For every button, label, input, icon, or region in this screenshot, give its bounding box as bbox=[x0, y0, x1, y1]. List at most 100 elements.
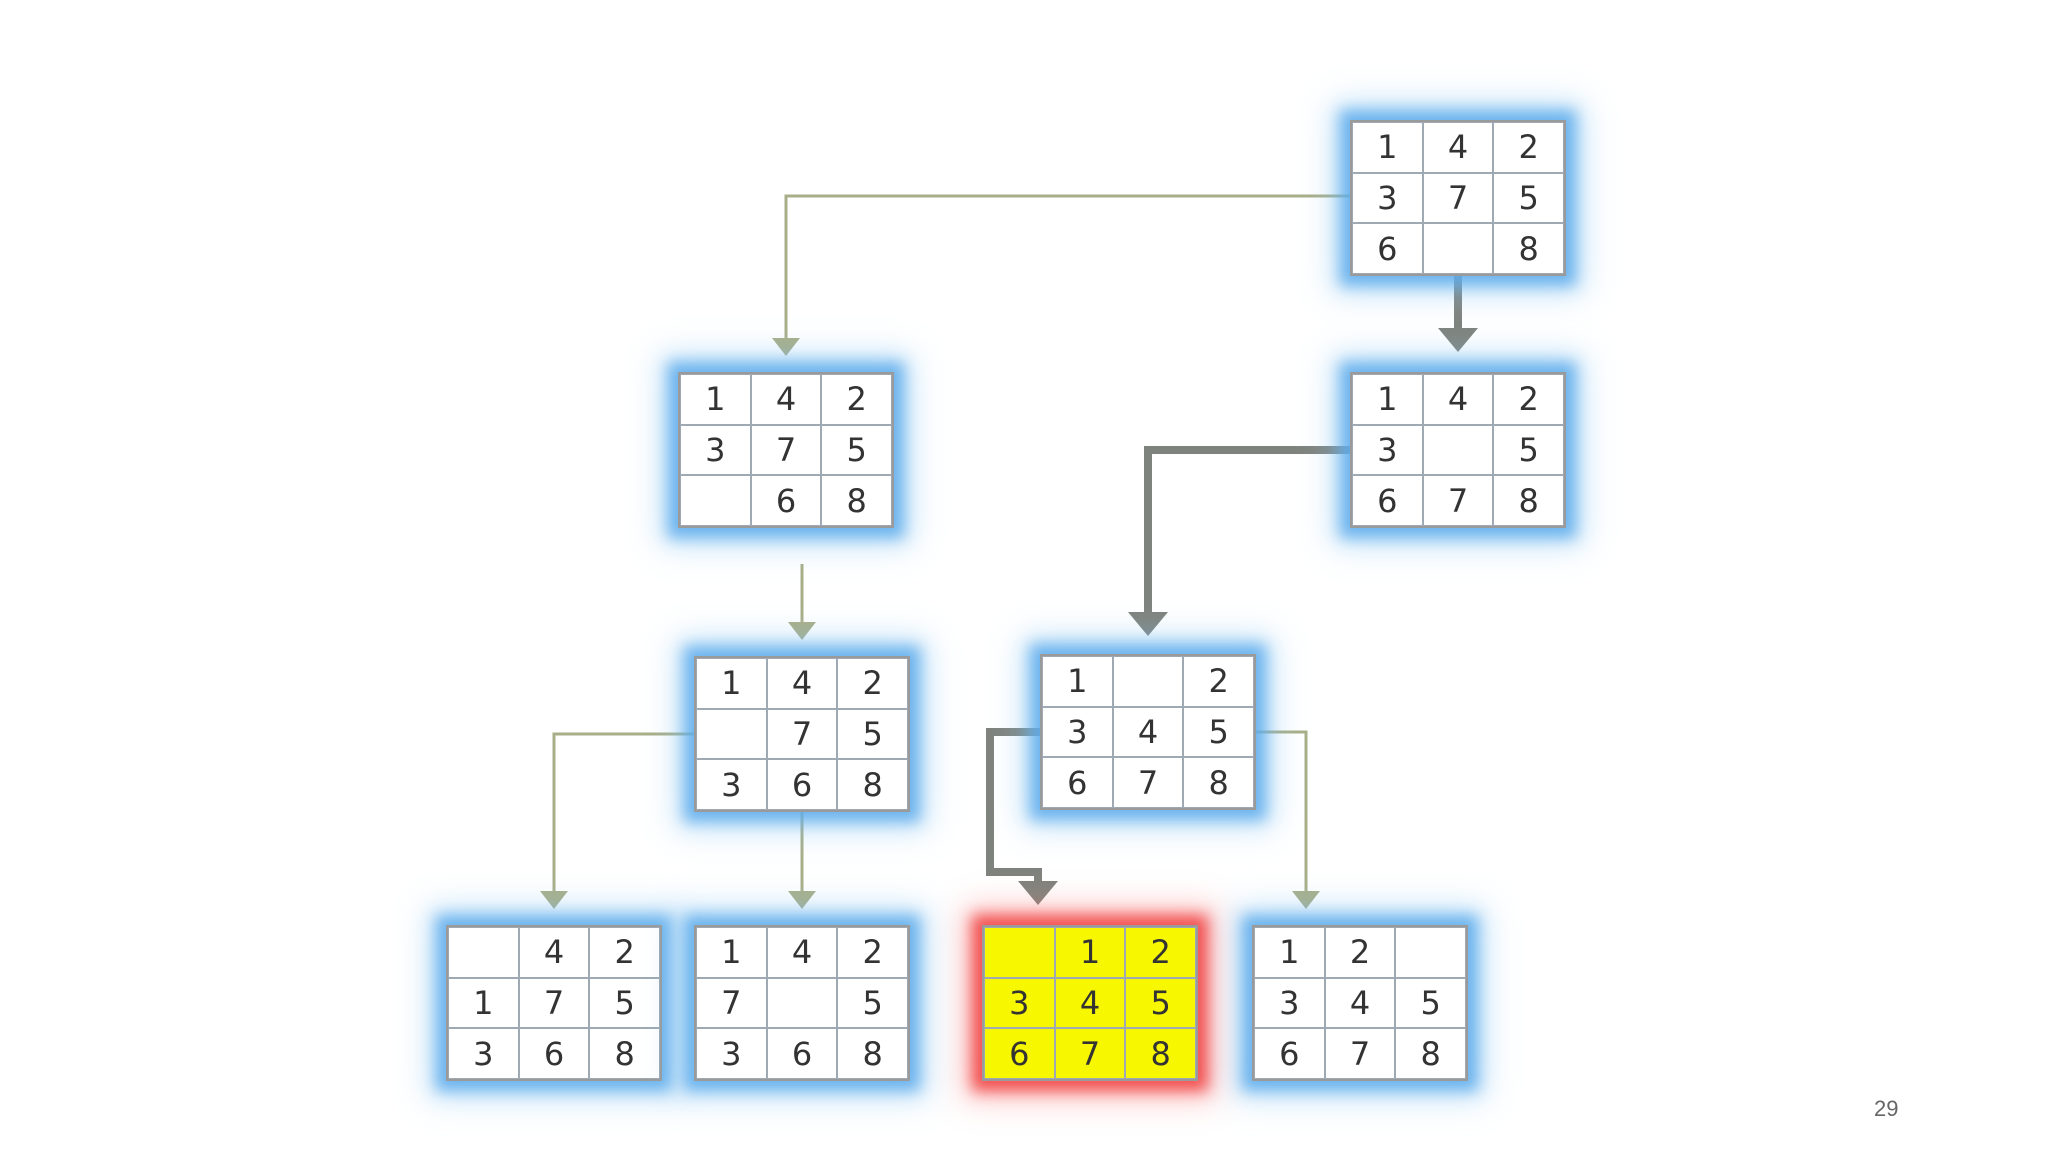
tile-8: 8 bbox=[1183, 757, 1254, 808]
tile-1: 1 bbox=[1054, 927, 1126, 978]
tile-1: 1 bbox=[1352, 122, 1423, 173]
tile-7: 7 bbox=[766, 708, 838, 760]
tile-3: 3 bbox=[1042, 706, 1113, 758]
tile-3: 3 bbox=[1254, 977, 1325, 1029]
arrowhead-icon bbox=[772, 338, 800, 356]
blank-tile bbox=[696, 708, 767, 760]
solution-path-edge-level2-right-to-level3-goal bbox=[986, 728, 1058, 905]
tile-2: 2 bbox=[1493, 374, 1564, 425]
tile-5: 5 bbox=[1183, 706, 1254, 758]
tile-4: 4 bbox=[1054, 977, 1126, 1029]
edge-line bbox=[986, 728, 1042, 881]
tile-7: 7 bbox=[518, 977, 590, 1029]
tile-8: 8 bbox=[837, 1028, 908, 1079]
tile-4: 4 bbox=[518, 927, 590, 978]
edge-line bbox=[1144, 446, 1350, 612]
solution-path-edge-root-to-level1-right bbox=[1438, 276, 1478, 352]
tile-6: 6 bbox=[984, 1028, 1055, 1079]
tile-7: 7 bbox=[1054, 1028, 1126, 1079]
tile-5: 5 bbox=[589, 977, 660, 1029]
tile-6: 6 bbox=[1352, 475, 1423, 526]
blank-tile bbox=[1422, 424, 1494, 476]
tile-7: 7 bbox=[1324, 1028, 1396, 1079]
tile-3: 3 bbox=[448, 1028, 519, 1079]
tile-7: 7 bbox=[1112, 757, 1184, 808]
edge-line bbox=[552, 732, 694, 891]
edge-level1-left-to-level2-left bbox=[788, 564, 816, 640]
slide-number: 29 bbox=[1874, 1096, 1899, 1121]
tile-8: 8 bbox=[821, 475, 892, 526]
arrowhead-icon bbox=[788, 891, 816, 909]
tile-5: 5 bbox=[837, 977, 908, 1029]
tile-7: 7 bbox=[696, 977, 767, 1029]
tile-7: 7 bbox=[750, 424, 822, 476]
tile-2: 2 bbox=[1324, 927, 1396, 978]
blank-tile bbox=[680, 475, 751, 526]
tile-1: 1 bbox=[1352, 374, 1423, 425]
edge-level2-left-to-level3-a bbox=[540, 732, 694, 909]
tile-4: 4 bbox=[1422, 374, 1494, 425]
tile-3: 3 bbox=[680, 424, 751, 476]
arrowhead-icon bbox=[1438, 328, 1478, 352]
tile-2: 2 bbox=[1125, 927, 1196, 978]
tile-6: 6 bbox=[1352, 223, 1423, 274]
tile-2: 2 bbox=[837, 658, 908, 709]
tile-6: 6 bbox=[518, 1028, 590, 1079]
tile-1: 1 bbox=[696, 658, 767, 709]
tile-6: 6 bbox=[766, 1028, 838, 1079]
blank-tile bbox=[1422, 223, 1494, 274]
blank-tile bbox=[766, 977, 838, 1029]
tile-8: 8 bbox=[1493, 475, 1564, 526]
arrowhead-icon bbox=[1128, 612, 1168, 636]
tile-6: 6 bbox=[766, 759, 838, 810]
tile-5: 5 bbox=[1125, 977, 1196, 1029]
tile-8: 8 bbox=[589, 1028, 660, 1079]
tile-8: 8 bbox=[1125, 1028, 1196, 1079]
tile-3: 3 bbox=[696, 1028, 767, 1079]
tile-5: 5 bbox=[1395, 977, 1466, 1029]
edge-line bbox=[784, 194, 1350, 338]
edge-line bbox=[1256, 730, 1308, 891]
tile-2: 2 bbox=[1183, 656, 1254, 707]
tile-1: 1 bbox=[680, 374, 751, 425]
arrowhead-icon bbox=[1018, 881, 1058, 905]
tile-8: 8 bbox=[837, 759, 908, 810]
tile-1: 1 bbox=[1254, 927, 1325, 978]
tile-1: 1 bbox=[448, 977, 519, 1029]
tile-3: 3 bbox=[984, 977, 1055, 1029]
tile-2: 2 bbox=[589, 927, 660, 978]
arrowhead-icon bbox=[1292, 891, 1320, 909]
tile-7: 7 bbox=[1422, 172, 1494, 224]
edge-level2-right-to-level3-d bbox=[1256, 730, 1320, 909]
tile-5: 5 bbox=[1493, 172, 1564, 224]
tile-5: 5 bbox=[1493, 424, 1564, 476]
tile-3: 3 bbox=[1352, 424, 1423, 476]
tile-3: 3 bbox=[1352, 172, 1423, 224]
tile-2: 2 bbox=[821, 374, 892, 425]
tile-2: 2 bbox=[1493, 122, 1564, 173]
tile-3: 3 bbox=[696, 759, 767, 810]
tile-7: 7 bbox=[1422, 475, 1494, 526]
arrowhead-icon bbox=[788, 622, 816, 640]
tile-6: 6 bbox=[1042, 757, 1113, 808]
tile-4: 4 bbox=[750, 374, 822, 425]
tile-5: 5 bbox=[837, 708, 908, 760]
blank-tile bbox=[1395, 927, 1466, 978]
tile-4: 4 bbox=[766, 658, 838, 709]
tile-6: 6 bbox=[750, 475, 822, 526]
edge-level2-left-to-level3-b bbox=[788, 812, 816, 909]
tile-4: 4 bbox=[1112, 706, 1184, 758]
tile-2: 2 bbox=[837, 927, 908, 978]
blank-tile bbox=[448, 927, 519, 978]
